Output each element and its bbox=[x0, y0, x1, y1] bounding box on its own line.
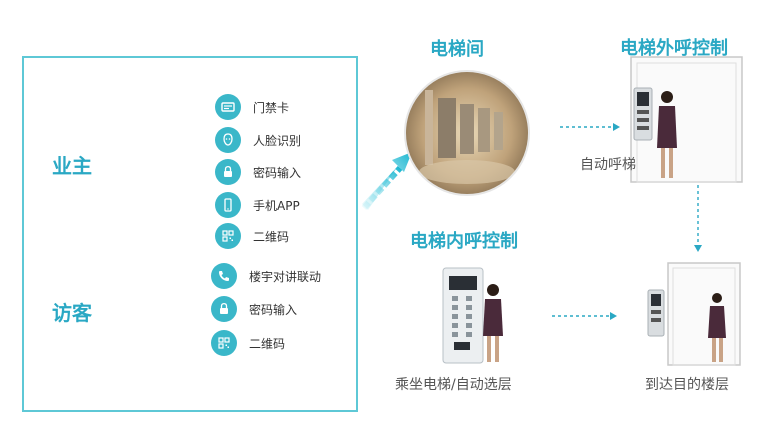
owner-label: 业主 bbox=[52, 154, 92, 178]
qr-code-icon bbox=[211, 330, 237, 356]
visitor-item-label: 密码输入 bbox=[249, 302, 298, 317]
inside-elevator-panel bbox=[442, 267, 484, 364]
outside-call-scene bbox=[630, 56, 743, 183]
qr-code-icon bbox=[215, 223, 241, 249]
outside-person bbox=[657, 91, 677, 178]
visitor-label: 访客 bbox=[52, 301, 92, 325]
owner-item-label: 二维码 bbox=[253, 229, 290, 244]
flow-arrow-big bbox=[361, 152, 412, 211]
inside-call-caption: 乘坐电梯/自动选层 bbox=[395, 377, 512, 393]
owner-item-label: 手机APP bbox=[253, 198, 300, 213]
lobby-title: 电梯间 bbox=[430, 39, 484, 60]
inside-call-title: 电梯内呼控制 bbox=[410, 231, 518, 252]
visitor-item-password: 密码输入 bbox=[211, 296, 297, 322]
visitor-item-qrcode: 二维码 bbox=[211, 330, 285, 356]
owner-item-label: 密码输入 bbox=[253, 165, 302, 180]
lock-icon bbox=[211, 296, 237, 322]
owner-item-password: 密码输入 bbox=[215, 159, 301, 185]
owner-item-qrcode: 二维码 bbox=[215, 223, 289, 249]
owner-item-app: 手机APP bbox=[215, 192, 300, 218]
destination-scene bbox=[647, 262, 741, 366]
outside-call-title: 电梯外呼控制 bbox=[620, 38, 728, 59]
face-recognition-icon bbox=[215, 127, 241, 153]
destination-person bbox=[708, 293, 726, 362]
dashed-arrows bbox=[552, 126, 699, 317]
owner-item-label: 人脸识别 bbox=[253, 133, 302, 148]
lock-icon bbox=[215, 159, 241, 185]
access-methods-panel bbox=[22, 56, 358, 412]
owner-item-access-card: 门禁卡 bbox=[215, 94, 289, 120]
owner-item-face: 人脸识别 bbox=[215, 127, 301, 153]
owner-item-label: 门禁卡 bbox=[253, 100, 290, 115]
visitor-item-label: 二维码 bbox=[249, 336, 286, 351]
phone-icon bbox=[215, 192, 241, 218]
arrive-floor-caption: 到达目的楼层 bbox=[645, 377, 729, 393]
visitor-item-intercom: 楼宇对讲联动 bbox=[211, 263, 321, 289]
inside-person bbox=[483, 284, 503, 362]
visitor-item-label: 楼宇对讲联动 bbox=[249, 269, 322, 284]
card-icon bbox=[215, 94, 241, 120]
intercom-phone-icon bbox=[211, 263, 237, 289]
elevator-lobby-image bbox=[404, 70, 530, 196]
outside-call-caption: 自动呼梯 bbox=[580, 157, 636, 173]
